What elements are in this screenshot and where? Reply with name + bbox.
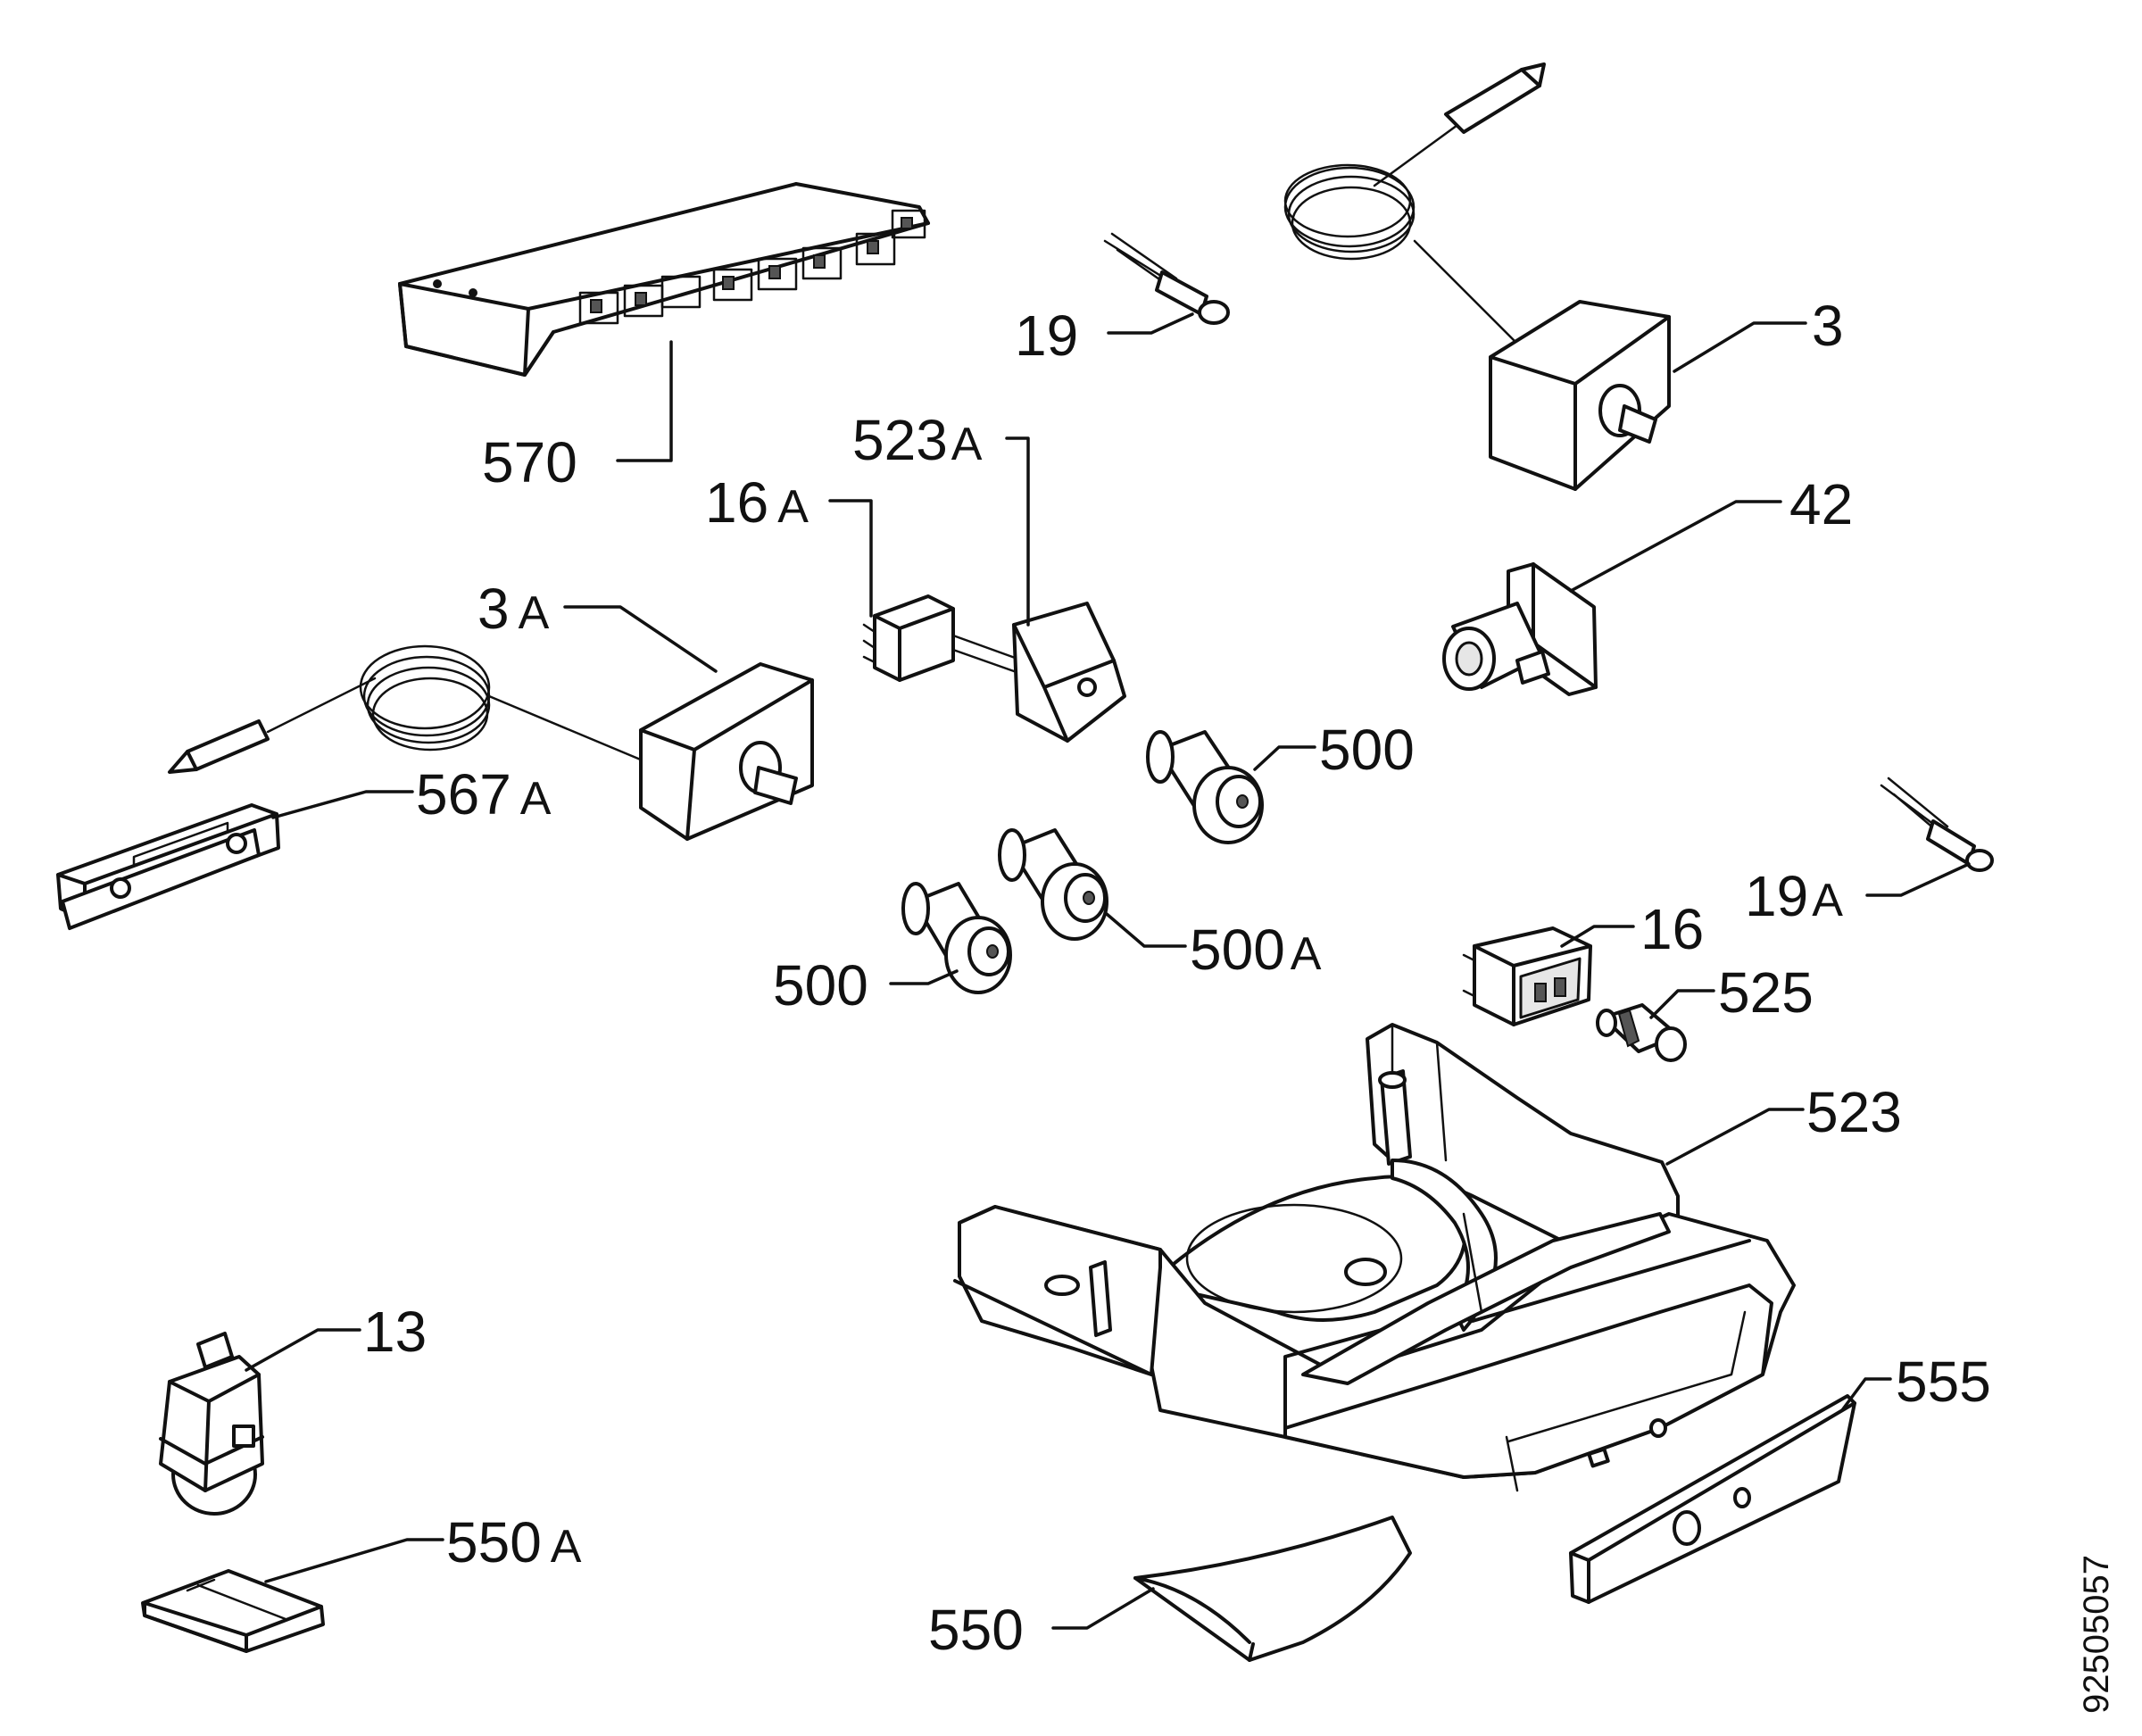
leader-19 <box>1107 312 1194 335</box>
part-3-thermostat <box>1283 62 1671 491</box>
leader-lines <box>245 312 1971 1630</box>
leader-550a <box>264 1538 444 1583</box>
part-555-trim-plate <box>1569 1394 1856 1604</box>
callout-525: 525 <box>1718 960 1814 1025</box>
part-525-lamp <box>1596 1003 1687 1062</box>
part-19a-bulb <box>1880 777 1994 872</box>
part-19-bulb <box>1103 232 1230 325</box>
part-500a-knob <box>998 828 1108 941</box>
leader-523 <box>1665 1108 1805 1166</box>
leader-550 <box>1051 1587 1155 1630</box>
callout-13: 13 <box>363 1300 427 1364</box>
leader-523a <box>1005 436 1030 627</box>
leader-16 <box>1560 925 1635 948</box>
callout-42: 42 <box>1789 472 1853 536</box>
callout-500-right: 500 <box>1319 718 1415 782</box>
leader-525 <box>1649 989 1715 1019</box>
callout-3: 3 <box>1812 294 1844 358</box>
leader-16a <box>828 499 873 618</box>
leader-13 <box>245 1328 361 1372</box>
part-523a-bracket <box>951 602 1126 743</box>
leader-500a <box>1105 912 1187 948</box>
part-550-curved-trim <box>1133 1516 1412 1662</box>
leader-3a <box>563 605 718 673</box>
callout-523a: 523A <box>852 408 983 472</box>
part-523-housing <box>953 1023 1796 1492</box>
part-500-knob-left <box>901 882 1012 994</box>
leader-570 <box>616 340 673 462</box>
leader-555 <box>1840 1377 1892 1412</box>
part-567a-bracket <box>56 803 280 930</box>
callout-500-left: 500 <box>773 953 868 1018</box>
callout-555: 555 <box>1896 1350 1991 1414</box>
leader-500-left <box>889 969 959 985</box>
part-550a-clip <box>141 1569 325 1653</box>
part-500-knob-right <box>1146 730 1264 844</box>
leader-567a <box>271 790 414 819</box>
callout-19a: 19A <box>1745 864 1843 928</box>
part-16a-switch <box>862 594 955 682</box>
leader-3 <box>1673 321 1807 373</box>
leader-42 <box>1569 500 1782 593</box>
part-42-lamp-holder <box>1442 562 1598 696</box>
part-570-terminal-block <box>398 182 930 377</box>
leader-500-right <box>1253 745 1316 771</box>
callout-570: 570 <box>482 430 577 494</box>
leader-19a <box>1865 862 1971 897</box>
part-16-switch <box>1462 926 1592 1026</box>
callout-523: 523 <box>1806 1080 1902 1144</box>
callout-550: 550 <box>928 1598 1024 1662</box>
callout-19: 19 <box>1015 303 1078 368</box>
part-13-door-switch <box>159 1332 264 1516</box>
document-number: 92505057 <box>2077 1555 2116 1714</box>
callout-16: 16 <box>1640 897 1704 961</box>
part-3a-thermostat <box>168 644 814 841</box>
